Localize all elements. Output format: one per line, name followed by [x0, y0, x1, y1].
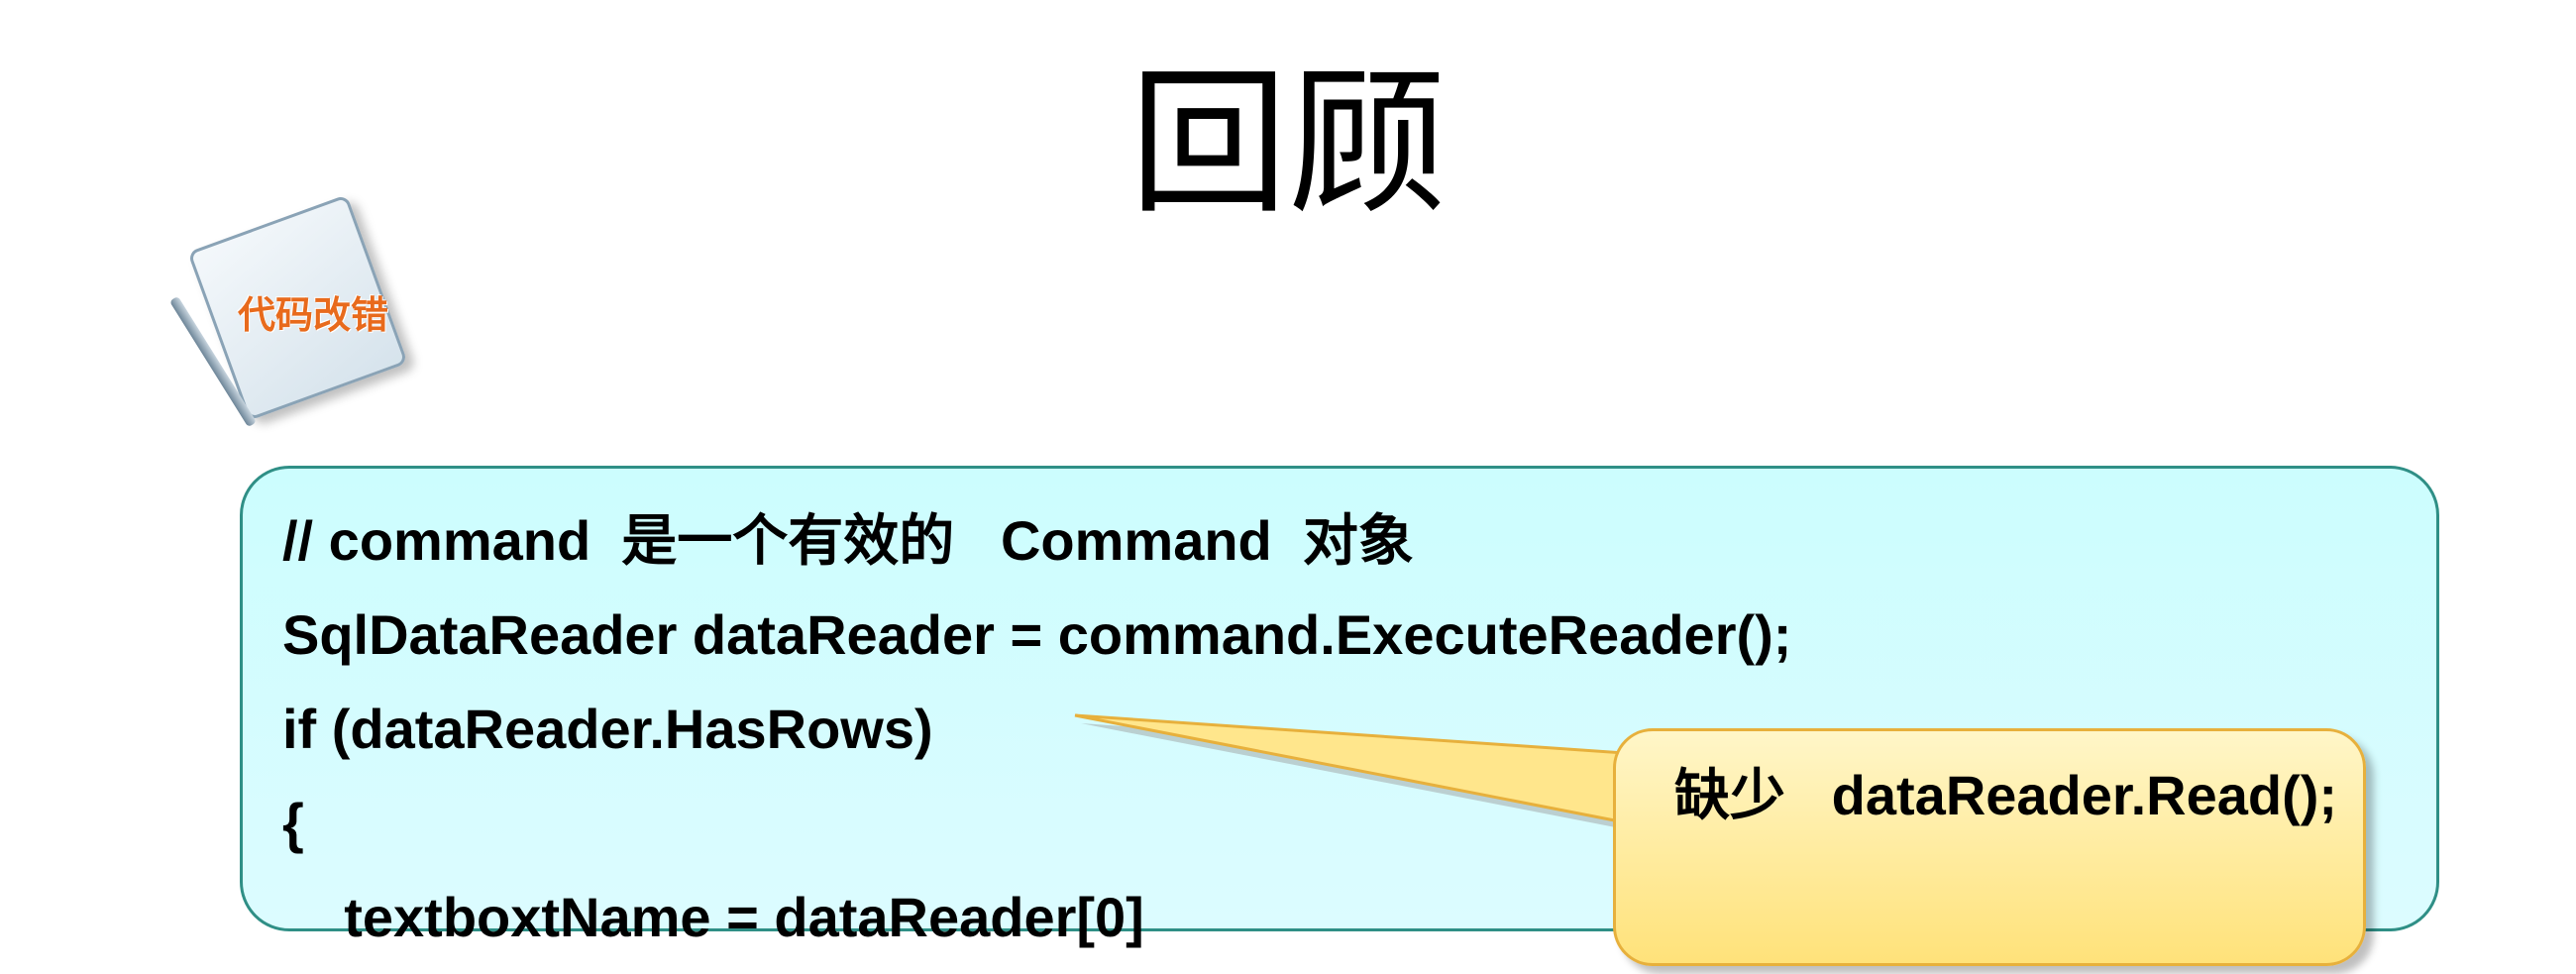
callout-text: 缺少 dataReader.Read(); [1674, 764, 2338, 826]
code-line: if (dataReader.HasRows) [282, 698, 933, 760]
code-line: { [282, 792, 304, 854]
code-line: textboxtName = dataReader[0] [282, 886, 1144, 948]
badge-label: 代码改错 [238, 293, 389, 337]
code-fix-badge: 代码改错 [169, 193, 431, 428]
code-line: SqlDataReader dataReader = command.Execu… [282, 603, 1792, 666]
slide-title: 回顾 [1128, 51, 1447, 236]
code-line: // command 是一个有效的 Command 对象 [282, 509, 1414, 572]
